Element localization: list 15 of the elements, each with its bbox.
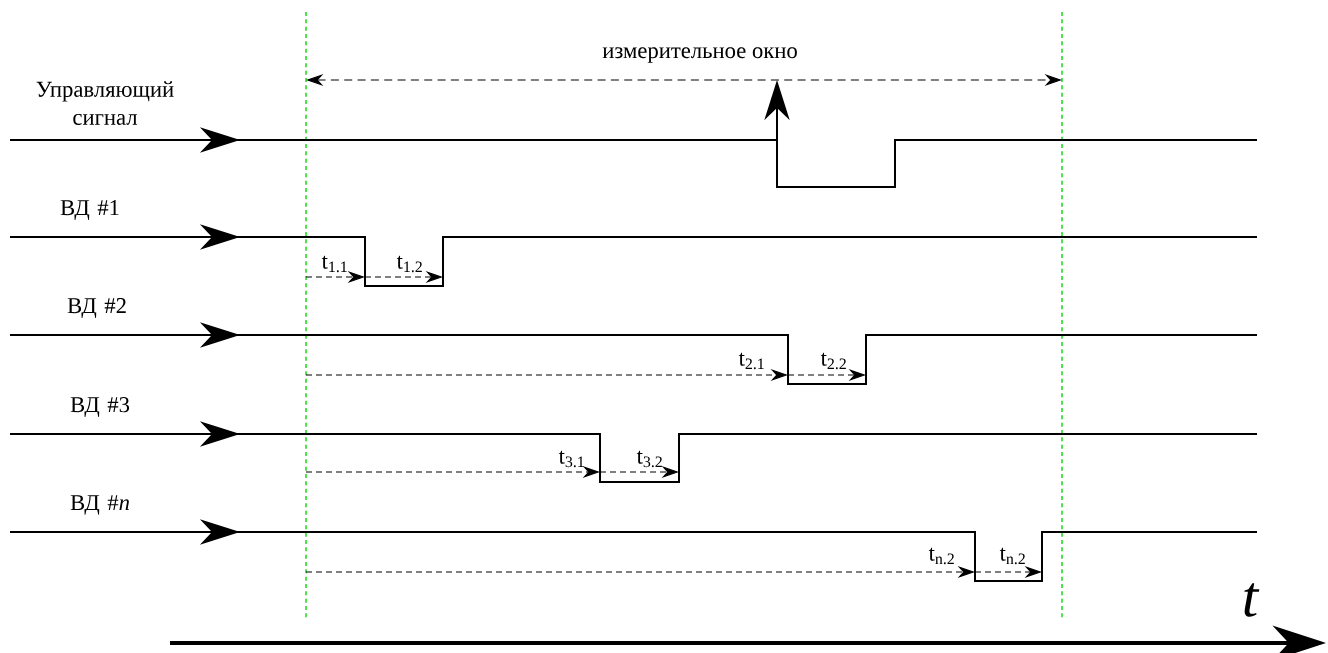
interval-label: t$_{2.2}$ xyxy=(820,352,846,370)
interval-label: t$_{2.1}$ xyxy=(738,352,764,370)
interval-label: t$_{1.1}$ xyxy=(321,255,347,273)
signal-label: ВД #3 xyxy=(70,397,130,417)
interval-label: t$_{1.2}$ xyxy=(396,255,422,273)
interval-label: t$_{3.2}$ xyxy=(636,450,662,468)
interval-label: t$_{n.2}$ xyxy=(928,547,954,565)
window-label: измерительное окно xyxy=(602,47,797,63)
interval-label: t$_{3.1}$ xyxy=(558,450,584,468)
signal-label: ВД #n xyxy=(70,495,130,515)
signal-label: Управляющий сигнал xyxy=(36,81,174,125)
axis-label: t xyxy=(1244,583,1260,617)
signal-label: ВД #2 xyxy=(67,298,126,318)
signal-label: ВД #1 xyxy=(60,200,119,220)
interval-label: t$_{n.2}$ xyxy=(999,547,1025,565)
